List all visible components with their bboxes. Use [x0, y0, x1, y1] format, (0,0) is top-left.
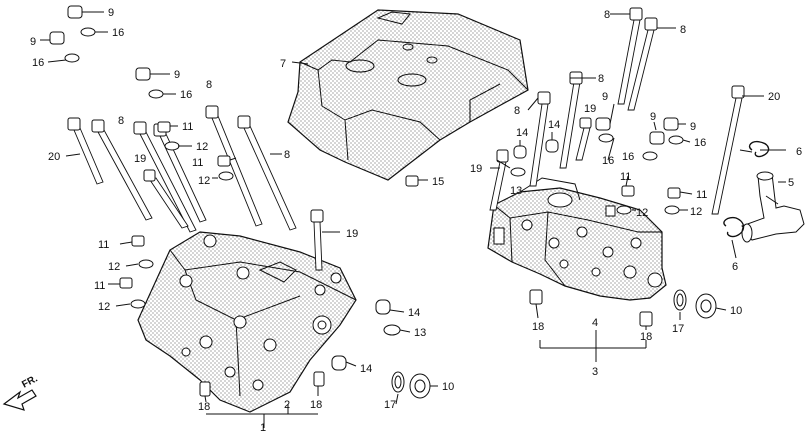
callout-labels: 9 16 9 16 9 16 8 11 8 12 20 19 11 12 8 8… [30, 7, 802, 431]
callout-16: 16 [112, 27, 124, 39]
callout-11: 11 [94, 280, 105, 292]
callout-14: 14 [516, 127, 528, 139]
breather-pipe-part-5 [741, 171, 805, 243]
callout-13: 13 [414, 327, 426, 339]
callout-18: 18 [532, 321, 544, 333]
callout-9: 9 [602, 91, 608, 103]
callout-20: 20 [48, 151, 60, 163]
cylinder-head-cover-part-7 [287, 9, 529, 181]
callout-10: 10 [442, 381, 454, 393]
callout-19: 19 [470, 163, 482, 175]
callout-16: 16 [180, 89, 192, 101]
callout-9: 9 [690, 121, 696, 133]
callout-12: 12 [196, 141, 208, 153]
callout-8: 8 [514, 105, 520, 117]
callout-17: 17 [672, 323, 684, 335]
leader-lines [40, 11, 786, 428]
callout-8: 8 [284, 149, 290, 161]
callout-12: 12 [690, 206, 702, 218]
callout-18: 18 [640, 331, 652, 343]
callout-8: 8 [118, 115, 124, 127]
callout-19: 19 [134, 153, 146, 165]
callout-2: 2 [284, 399, 290, 411]
callout-11: 11 [182, 121, 193, 133]
callout-7: 7 [280, 58, 286, 70]
callout-18: 18 [310, 399, 322, 411]
callout-16: 16 [622, 151, 634, 163]
callout-14: 14 [360, 363, 372, 375]
callout-3: 3 [592, 366, 598, 378]
callout-19: 19 [584, 103, 596, 115]
cylinder-head-part-3 [487, 177, 667, 301]
callout-15: 15 [432, 176, 444, 188]
callout-16: 16 [602, 155, 614, 167]
callout-5: 5 [788, 177, 794, 189]
callout-11: 11 [98, 239, 109, 251]
callout-9: 9 [108, 7, 114, 19]
hose-clamp-part-6-upper [748, 140, 770, 158]
small-caps-and-washers [49, 5, 717, 399]
callout-16: 16 [694, 137, 706, 149]
callout-20: 20 [768, 91, 780, 103]
long-bolts [67, 7, 745, 271]
fr-label: FR. [20, 373, 40, 390]
callout-12: 12 [108, 261, 120, 273]
callout-12: 12 [198, 175, 210, 187]
callout-9: 9 [30, 36, 36, 48]
callout-8: 8 [604, 9, 610, 21]
callout-8: 8 [206, 79, 212, 91]
callout-6: 6 [796, 146, 802, 158]
cylinder-head-part-1 [137, 231, 357, 413]
callout-14: 14 [548, 119, 560, 131]
callout-9: 9 [650, 111, 656, 123]
callout-14: 14 [408, 307, 420, 319]
callout-17: 17 [384, 399, 396, 411]
callout-4: 4 [592, 317, 598, 329]
callout-12: 12 [98, 301, 110, 313]
hose-clamp-part-6-lower [723, 216, 745, 238]
callout-18: 18 [198, 401, 210, 413]
callout-11: 11 [620, 171, 631, 183]
callout-8: 8 [598, 73, 604, 85]
front-direction-arrow: FR. [2, 373, 40, 411]
callout-9: 9 [174, 69, 180, 81]
callout-6: 6 [732, 261, 738, 273]
callout-1: 1 [260, 422, 266, 431]
callout-11: 11 [696, 189, 707, 201]
callout-8: 8 [680, 24, 686, 36]
callout-13: 13 [510, 185, 522, 197]
callout-19: 19 [346, 228, 358, 240]
callout-12: 12 [636, 207, 648, 219]
callout-10: 10 [730, 305, 742, 317]
callout-11: 11 [192, 157, 203, 169]
callout-16: 16 [32, 57, 44, 69]
